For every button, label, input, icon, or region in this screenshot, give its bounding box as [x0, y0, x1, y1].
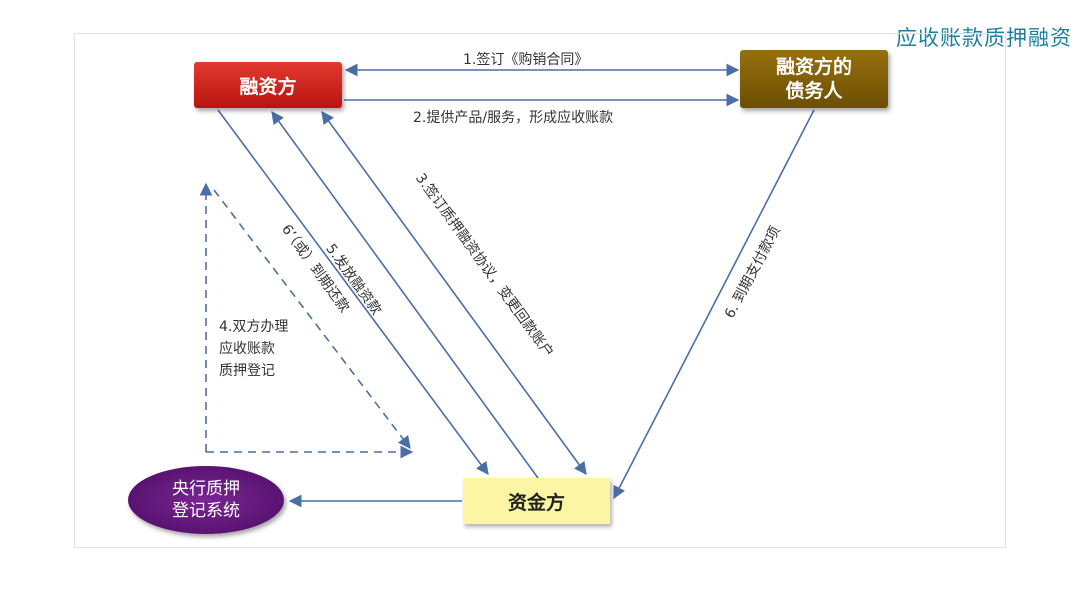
funder-node: 资金方	[463, 478, 610, 524]
label-step2: 2.提供产品/服务，形成应收账款	[413, 110, 614, 126]
arrow-issue-loan	[271, 110, 539, 479]
page-title: 应收账款质押融资	[896, 26, 1072, 50]
dashed-registration-diagonal	[213, 189, 411, 450]
arrow-pledge-agreement	[321, 110, 587, 476]
borrower-node: 融资方	[194, 62, 342, 108]
debtor-node: 融资方的 债务人	[740, 50, 888, 108]
arrow-repay-alt	[217, 109, 489, 476]
registry-node: 央行质押 登记系统	[128, 466, 284, 534]
diagram-frame	[74, 33, 1006, 548]
arrow-debtor-payment	[613, 109, 815, 500]
label-step4: 4.双方办理 应收账款 质押登记	[219, 319, 289, 379]
label-step1: 1.签订《购销合同》	[463, 52, 589, 68]
